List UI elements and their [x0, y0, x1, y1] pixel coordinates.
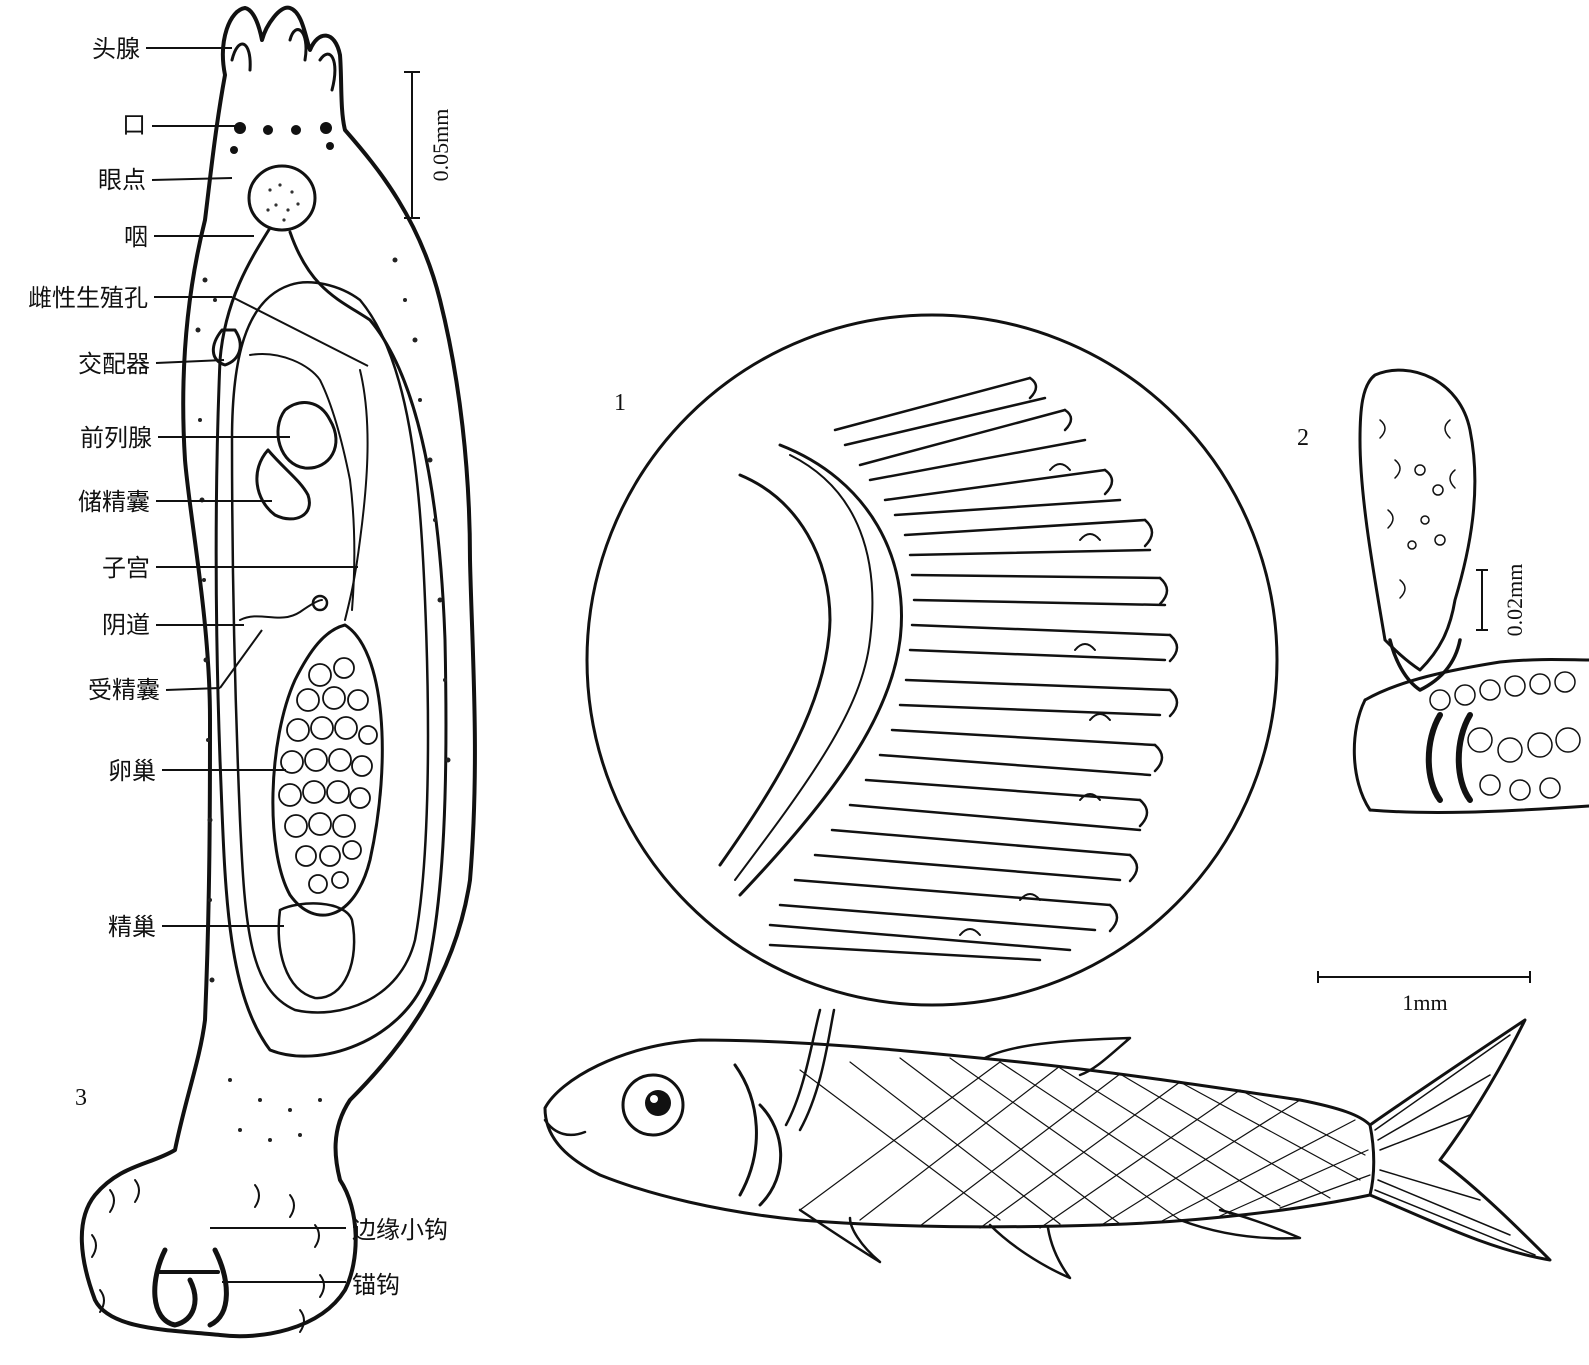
gill-figure [585, 313, 1279, 1007]
figure-number-3: 3 [75, 1085, 87, 1111]
figure-number-2: 2 [1297, 425, 1309, 451]
head-gland-lobes [230, 28, 337, 92]
marginal-hooklets [91, 1179, 325, 1333]
fish-scales [799, 1057, 1371, 1229]
fish-dorsal-fin [983, 1036, 1132, 1077]
label-uterus: 子宫 [102, 554, 150, 582]
label-vagina: 阴道 [102, 611, 150, 639]
label-female-genital-pore: 雌性生殖孔 [28, 284, 148, 312]
fish-body-outline [543, 1038, 1376, 1229]
figure-number-1: 1 [614, 390, 626, 416]
label-head-gland: 头腺 [92, 35, 140, 63]
label-ovary: 卵巢 [108, 757, 156, 785]
intestine-loop-inner [230, 281, 430, 1014]
label-prostate-gland: 前列腺 [80, 424, 152, 452]
magnification-connector [784, 1008, 836, 1132]
gill-filament-tips [1028, 376, 1179, 933]
ovary [271, 623, 384, 917]
attached-worm-haptor [1388, 638, 1462, 692]
leader-lines [146, 47, 369, 1283]
testis [277, 902, 356, 1000]
attached-parasites [959, 463, 1111, 936]
body-stipple [195, 257, 451, 1142]
fish-operculum [733, 1063, 783, 1207]
ovary-cells [278, 657, 378, 894]
gill-scale-bar: 1mm [1317, 971, 1531, 1015]
fish-eye-pupil [645, 1090, 671, 1116]
label-mouth: 口 [122, 111, 146, 139]
worm-labels: 头腺 口 眼点 咽 雌性生殖孔 交配器 前列腺 储精囊 子宫 阴道 受精囊 卵巢… [28, 35, 448, 1299]
host-fish [543, 1018, 1552, 1280]
eye-spots [230, 122, 334, 154]
attached-worm-figure [1352, 368, 1589, 815]
seminal-receptacle [311, 594, 329, 612]
uterus [344, 369, 369, 621]
pharynx [247, 164, 317, 232]
filament-dark-band [1425, 712, 1473, 803]
worm-body-outline [79, 5, 477, 1339]
vas-deferens [249, 353, 356, 611]
gill-filaments [768, 376, 1172, 962]
attached-worm-scale-bar: 0.02mm [1476, 564, 1527, 637]
fish-eye-highlight [650, 1095, 658, 1103]
label-testis: 精巢 [108, 913, 156, 941]
label-marginal-hooklets: 边缘小钩 [352, 1216, 448, 1244]
label-seminal-vesicle: 储精囊 [78, 488, 150, 516]
worm-scale-bar: 0.05mm [404, 71, 453, 219]
gill-arch [718, 443, 903, 897]
label-copulatory-organ: 交配器 [78, 350, 150, 378]
attached-worm-body [1358, 368, 1477, 672]
filament-cells [1429, 671, 1581, 801]
label-seminal-receptacle: 受精囊 [88, 676, 160, 704]
worm-figure [79, 5, 477, 1339]
attached-worm-scale-label: 0.02mm [1502, 564, 1527, 637]
fish-tail [1368, 1018, 1552, 1262]
prostate-gland [276, 401, 338, 470]
label-pharynx: 咽 [124, 223, 148, 251]
fish-anal-fin [988, 1223, 1072, 1280]
anchor-hooks [152, 1247, 229, 1328]
intestine-loop-outer [214, 226, 448, 1058]
label-anchors: 锚钩 [352, 1271, 400, 1299]
gill-magnification-circle [585, 313, 1279, 1007]
fish-tail-rays [1374, 1034, 1536, 1256]
gill-arch-inner [734, 454, 874, 881]
pharynx-stipple [266, 183, 300, 222]
gill-scale-label: 1mm [1402, 990, 1447, 1015]
attached-worm-internal [1379, 419, 1456, 599]
fish-pelvic-fin [798, 1208, 882, 1264]
fish-pectoral-fin [1178, 1208, 1302, 1240]
vagina [239, 599, 323, 621]
host-gill-filament-section [1352, 658, 1589, 815]
seminal-vesicle [255, 448, 311, 521]
worm-scale-label: 0.05mm [428, 109, 453, 182]
label-eye-spot: 眼点 [98, 166, 146, 194]
fish-mouth [543, 1118, 587, 1137]
fish-eye-outer [621, 1073, 685, 1137]
copulatory-organ [211, 328, 242, 367]
